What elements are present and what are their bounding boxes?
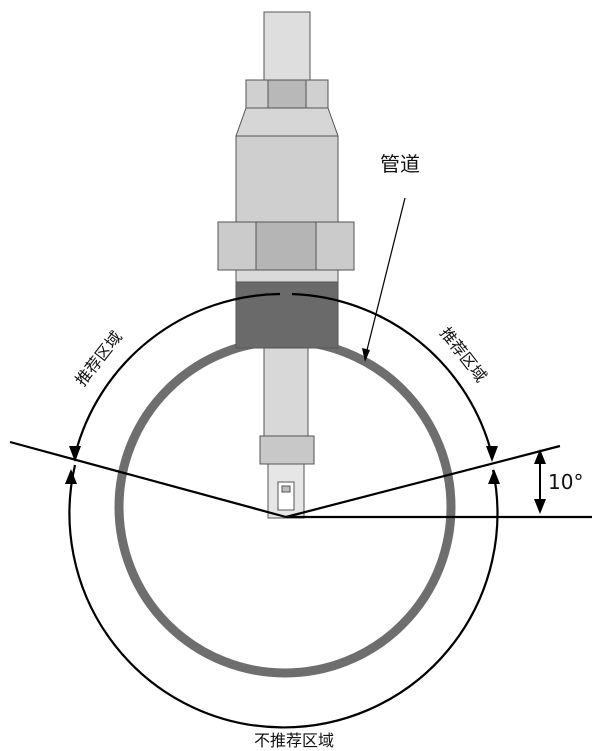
sensor-shaft — [263, 347, 309, 437]
pipe-leader-line — [364, 197, 406, 359]
arrow-left-up — [65, 469, 77, 484]
boundary-line-right — [285, 444, 561, 519]
sensor-top-cap — [263, 11, 311, 81]
sensor-weld-boss — [235, 281, 339, 349]
angle-arrow-down — [534, 499, 546, 514]
sensor-tip-band — [259, 435, 315, 465]
sensor-tip-slot-inner — [281, 485, 291, 493]
recommended-zone-label-right: 推荐区域 — [436, 324, 490, 386]
angle-label: 10° — [548, 470, 583, 494]
sensor-taper — [235, 107, 339, 137]
sensor-body — [235, 135, 339, 223]
not-recommended-zone-label: 不推荐区域 — [254, 731, 334, 750]
arrow-right-up — [488, 469, 500, 484]
sensor-assembly — [217, 11, 355, 519]
not-recommended-arc — [68, 464, 499, 729]
recommended-arc-right — [291, 292, 494, 456]
recommended-arc-left — [73, 292, 281, 456]
boundary-line-left — [9, 440, 287, 519]
recommended-zone-label-left: 推荐区域 — [71, 328, 125, 390]
arrow-left-down — [69, 446, 81, 462]
sensor-collar — [235, 269, 339, 283]
sensor-upper-nut-face — [267, 79, 307, 109]
sensor-hex-nut-face — [255, 221, 317, 271]
pipe-label: 管道 — [380, 152, 420, 176]
arrow-right-down — [486, 446, 498, 462]
pipe-leader-arrow — [362, 348, 370, 362]
angle-arrow-up — [534, 449, 546, 464]
